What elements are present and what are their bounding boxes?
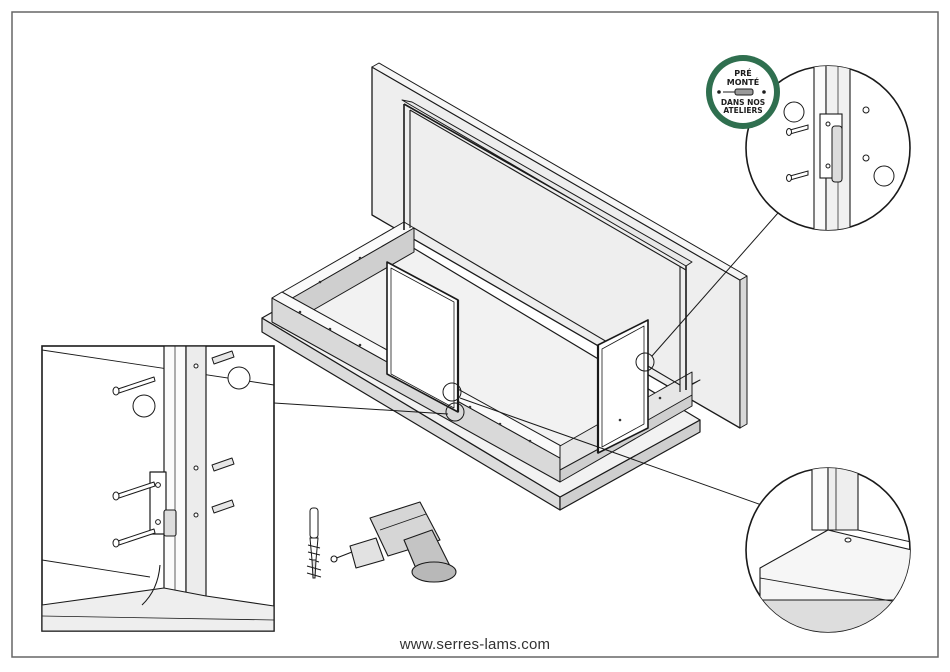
drill-bit-icon	[307, 508, 321, 578]
badge-line-1: PRÉ	[734, 67, 752, 78]
pre-assembled-badge: PRÉ MONTÉ DANS NOS ATELIERS	[706, 55, 780, 129]
detail-circle-base	[746, 460, 920, 640]
website-url: www.serres-lams.com	[0, 636, 950, 653]
main-assembly-view	[262, 63, 747, 510]
drill-icon	[331, 502, 456, 582]
badge-line-4: ATELIERS	[723, 106, 762, 115]
detail-inset-left	[42, 346, 274, 631]
badge-line-2: MONTÉ	[727, 76, 759, 87]
